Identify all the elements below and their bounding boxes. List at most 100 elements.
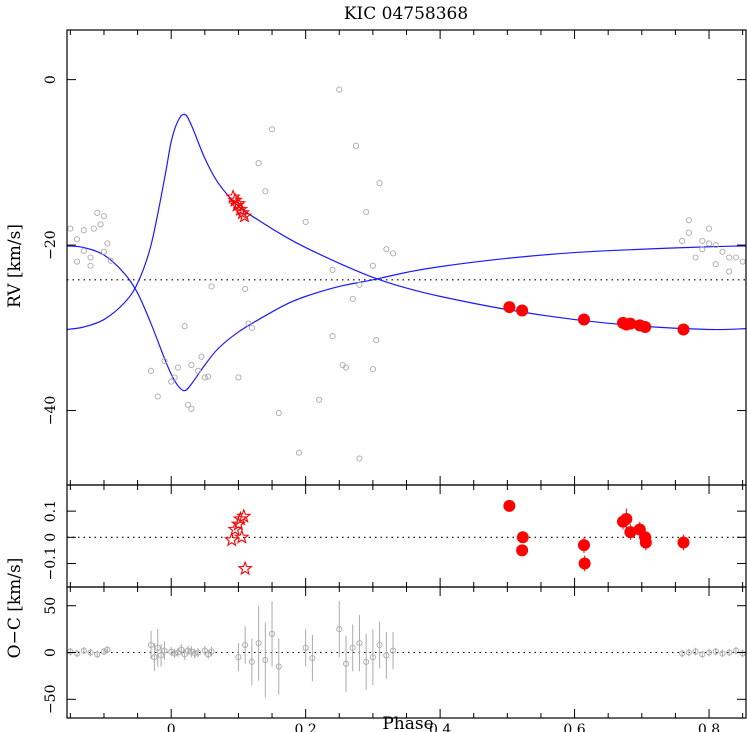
data-point-open (171, 374, 178, 381)
data-point-open (191, 650, 198, 657)
data-point-open (349, 295, 356, 302)
y-tick-label: −50 (43, 685, 59, 715)
data-point-open (184, 647, 192, 654)
data-point-star (237, 560, 253, 576)
data-point-open (195, 367, 202, 374)
data-point-open (692, 648, 699, 655)
data-point-filled (577, 539, 590, 552)
panels: 0−20−40 0.1 0 −0.1 50 0 −50 0 0.2 0.4 0.6 0.8 (43, 29, 747, 732)
data-point-open (100, 648, 108, 655)
data-point-filled (639, 536, 652, 549)
data-point-open (712, 648, 719, 655)
data-point-open (87, 254, 94, 261)
data-point-open (154, 393, 161, 400)
y-tick-label: 0 (43, 648, 59, 657)
data-point-open (356, 455, 363, 462)
y-tick-label: 50 (43, 597, 59, 615)
panel-oc-primary: 0.1 0 −0.1 (43, 484, 747, 588)
data-point-filled (577, 313, 590, 326)
data-point-open (168, 378, 175, 385)
data-point-filled (516, 544, 529, 557)
x-tick-label: 0.2 (295, 722, 317, 732)
data-point-open (74, 650, 81, 657)
data-point-open (161, 357, 168, 364)
data-point-filled (624, 317, 637, 330)
data-point-open (87, 262, 94, 269)
data-point-open (712, 242, 719, 249)
y-axis-label-oc: O−C [km/s] (5, 558, 25, 659)
data-point-open (235, 654, 242, 661)
data-point-open (255, 640, 262, 647)
x-tick-label: 0 (167, 722, 176, 732)
data-point-open (369, 366, 376, 373)
y-tick-label: −0.1 (43, 546, 59, 580)
data-point-open (699, 237, 706, 245)
data-point-filled (578, 557, 591, 570)
data-point-filled (639, 320, 652, 333)
data-point-open (685, 229, 692, 236)
x-tick-label: 0.8 (698, 722, 720, 732)
data-point-open (356, 281, 363, 288)
data-point-open (699, 246, 706, 253)
data-point-star (232, 201, 249, 217)
data-point-star (236, 208, 253, 223)
data-point-open (161, 647, 168, 654)
panel-rv: 0−20−40 (43, 29, 747, 486)
data-point-open (151, 654, 158, 661)
data-point-open (235, 374, 242, 381)
x-tick-label: 0.4 (429, 722, 451, 732)
x-tick-label: 0.6 (563, 722, 585, 732)
data-point-star (224, 531, 240, 547)
data-point-open (692, 254, 699, 261)
data-point-open (184, 401, 192, 408)
data-point-open (373, 337, 380, 344)
data-point-open (100, 213, 108, 220)
data-point-open (336, 86, 343, 93)
y-tick-label: 0.1 (43, 500, 59, 522)
y-axis-label-rv: RV [km/s] (5, 224, 25, 308)
data-point-open (268, 126, 276, 133)
data-point-open (268, 630, 276, 637)
data-point-open (739, 258, 746, 265)
data-point-open (726, 268, 733, 275)
data-point-open (94, 651, 101, 658)
data-point-open (188, 648, 195, 655)
y-tick-label: 0 (43, 75, 59, 84)
data-point-open (732, 647, 739, 654)
data-point-open (255, 160, 262, 167)
data-point-open (147, 367, 155, 374)
data-point-open (262, 188, 269, 195)
data-point-open (363, 658, 370, 665)
data-point-open (705, 240, 713, 247)
data-point-open (80, 227, 87, 234)
data-point-open (80, 647, 87, 654)
chart-title: KIC 04758368 (344, 4, 468, 24)
x-axis-label: Phase (382, 714, 433, 732)
data-point-open (242, 641, 249, 649)
y-tick-label: 0 (43, 533, 59, 542)
data-point-filled (503, 499, 516, 512)
data-point-open (154, 644, 161, 651)
data-point-open (356, 640, 363, 647)
data-point-open (158, 652, 165, 659)
data-point-open (74, 236, 81, 243)
data-point-open (168, 648, 175, 655)
data-point-filled (516, 531, 529, 544)
data-point-open (719, 650, 726, 657)
data-point-open (685, 649, 692, 656)
data-point-star (234, 529, 250, 544)
data-point-open (353, 142, 360, 149)
data-point-open (248, 324, 255, 331)
data-point-open (329, 266, 336, 273)
data-point-open (369, 262, 376, 269)
data-point-star (225, 189, 241, 204)
data-point-filled (677, 536, 690, 549)
data-point-open (309, 655, 316, 662)
data-point-open (705, 649, 713, 656)
data-point-open (104, 240, 111, 247)
data-point-open (94, 209, 101, 216)
data-point-filled (503, 301, 516, 314)
data-point-open (242, 285, 249, 292)
data-point-open (295, 449, 302, 456)
